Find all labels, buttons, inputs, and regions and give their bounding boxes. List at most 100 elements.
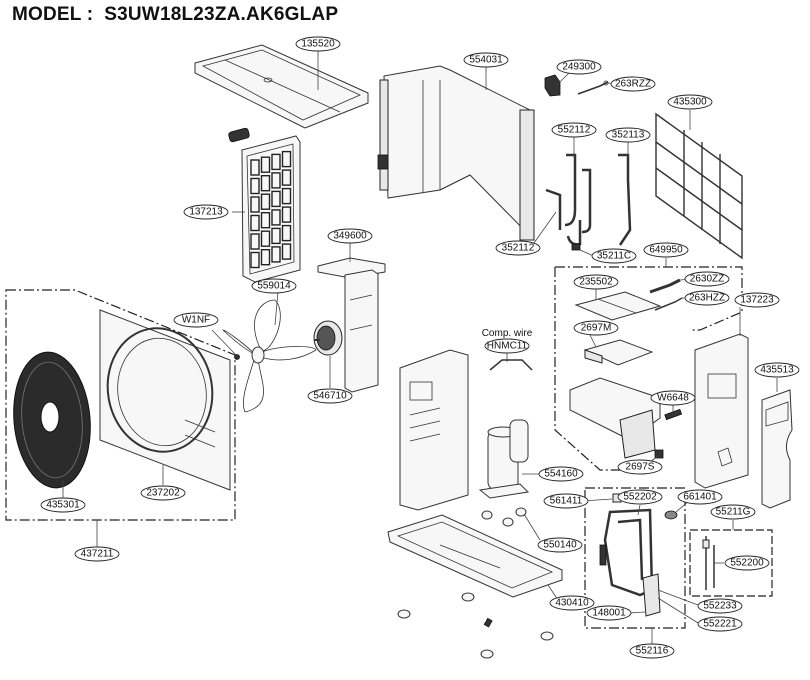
part-number: 135520 [301,39,335,50]
part-base-pan [387,514,563,598]
part-label-pipe-352112: 352112 [495,240,541,256]
part-number: 352112 [502,243,535,254]
part-pcb-2697m [583,339,654,366]
leader-559014 [274,291,279,326]
part-label-nut: W1NF [173,312,219,328]
leader-352112 [533,211,557,244]
label-oval [327,228,373,244]
part-number: 550140 [543,540,577,551]
part-label-terminal-w6648: W6648 [650,390,696,406]
part-number: 437211 [81,549,114,560]
part-label-motor: 546710 [307,388,353,404]
comp-wire-note: Comp. wire [482,328,533,339]
part-label-compressor: 554160 [538,466,584,482]
part-partition-panel [399,349,469,511]
label-oval [295,36,341,52]
grille-cell [271,172,281,189]
part-number: 552202 [623,492,657,503]
part-number: 35211C [597,251,631,262]
part-comp-wire [489,359,533,371]
group-pipe-assembly-outline [584,487,686,629]
part-label-sensor-2630zz: 2630ZZ [684,271,730,287]
leader-2697m [589,334,597,348]
leader-148001 [628,611,646,614]
part-motor [313,320,343,356]
grille-cell [260,156,271,173]
part-label-front-panel: 237202 [140,485,186,501]
grille-cell [281,150,292,168]
grille-cell [250,251,260,269]
part-label-valve-552233: 552233 [697,598,743,614]
part-label-valve-assembly: 55211G [710,504,756,520]
part-nut-w1nf [234,354,240,360]
part-number: 430410 [555,598,589,609]
label-oval [697,616,743,632]
grille-cell [281,243,292,260]
part-number: 137213 [189,207,223,218]
part-number: 559014 [257,281,291,292]
part-label-pcb-2697s: 2697S [617,459,663,475]
part-label-comp-wire: HNMC11 [484,338,530,354]
label-oval [629,643,675,659]
part-label-front-assembly: 437211 [74,546,120,562]
part-label-base-pan: 430410 [549,595,595,611]
part-sensor-263hzz [654,297,683,311]
grille-cell [260,174,271,192]
part-guard-grille [655,112,743,260]
part-rubber-550140 [481,507,527,527]
label-oval [586,605,632,621]
part-label-pipe-552202: 552202 [617,489,663,505]
part-label-bracket-249300: 249300 [556,59,602,75]
part-front-panel [99,309,231,491]
part-number: HNMC11 [487,341,528,352]
grille-cell [250,177,260,195]
label-oval [724,555,770,571]
part-label-pipe-35211c: 35211C [591,248,637,264]
grille-cell [271,190,281,208]
part-number: 552116 [636,646,669,657]
part-label-control-box: 649950 [643,242,689,258]
part-label-cushion: 661401 [677,489,723,505]
label-oval [140,485,186,501]
part-number: 148001 [592,608,626,619]
part-compressor [478,419,530,499]
grille-cell [281,206,292,223]
leader-552221 [657,597,699,624]
part-label-front-grille: 435301 [40,497,86,513]
part-label-rubber-550140: 550140 [537,537,583,553]
part-number: 263RZZ [615,79,651,90]
part-number: 435300 [673,97,707,108]
part-label-valve-552200: 552200 [724,555,770,571]
leader-249300 [555,71,571,87]
part-side-panel [694,333,749,489]
label-oval [710,504,756,520]
part-number: 352113 [612,130,645,141]
model-label: MODEL : [12,4,94,25]
part-number: 2630ZZ [690,274,724,285]
grille-cell [281,224,292,242]
part-sensor-263rzz [577,80,609,95]
part-pipe-352113 [618,153,632,246]
part-number: 263HZZ [689,293,725,304]
part-number: 546710 [313,391,347,402]
part-label-coil-561411: 561411 [543,493,589,509]
label-oval [74,546,120,562]
part-side-grille [228,127,301,283]
part-label-pipe-352113: 352113 [605,127,651,143]
part-number: 435513 [760,365,794,376]
part-label-side-panel: 137223 [734,292,780,308]
grille-cell [260,193,271,210]
grille-cell [271,153,281,171]
label-oval [684,290,730,306]
part-number: 2697M [581,323,612,334]
part-fan [221,299,317,413]
model-title: MODEL : S3UW18L23ZA.AK6GLAP [12,4,338,26]
grille-cell [271,246,281,263]
part-number: 554160 [544,469,578,480]
grille-cell [281,187,292,205]
part-label-condenser: 554031 [463,52,509,68]
group-valve-assembly-outline [689,529,773,597]
part-number: 552200 [730,558,764,569]
label-oval [667,94,713,110]
part-number: 661401 [683,492,717,503]
